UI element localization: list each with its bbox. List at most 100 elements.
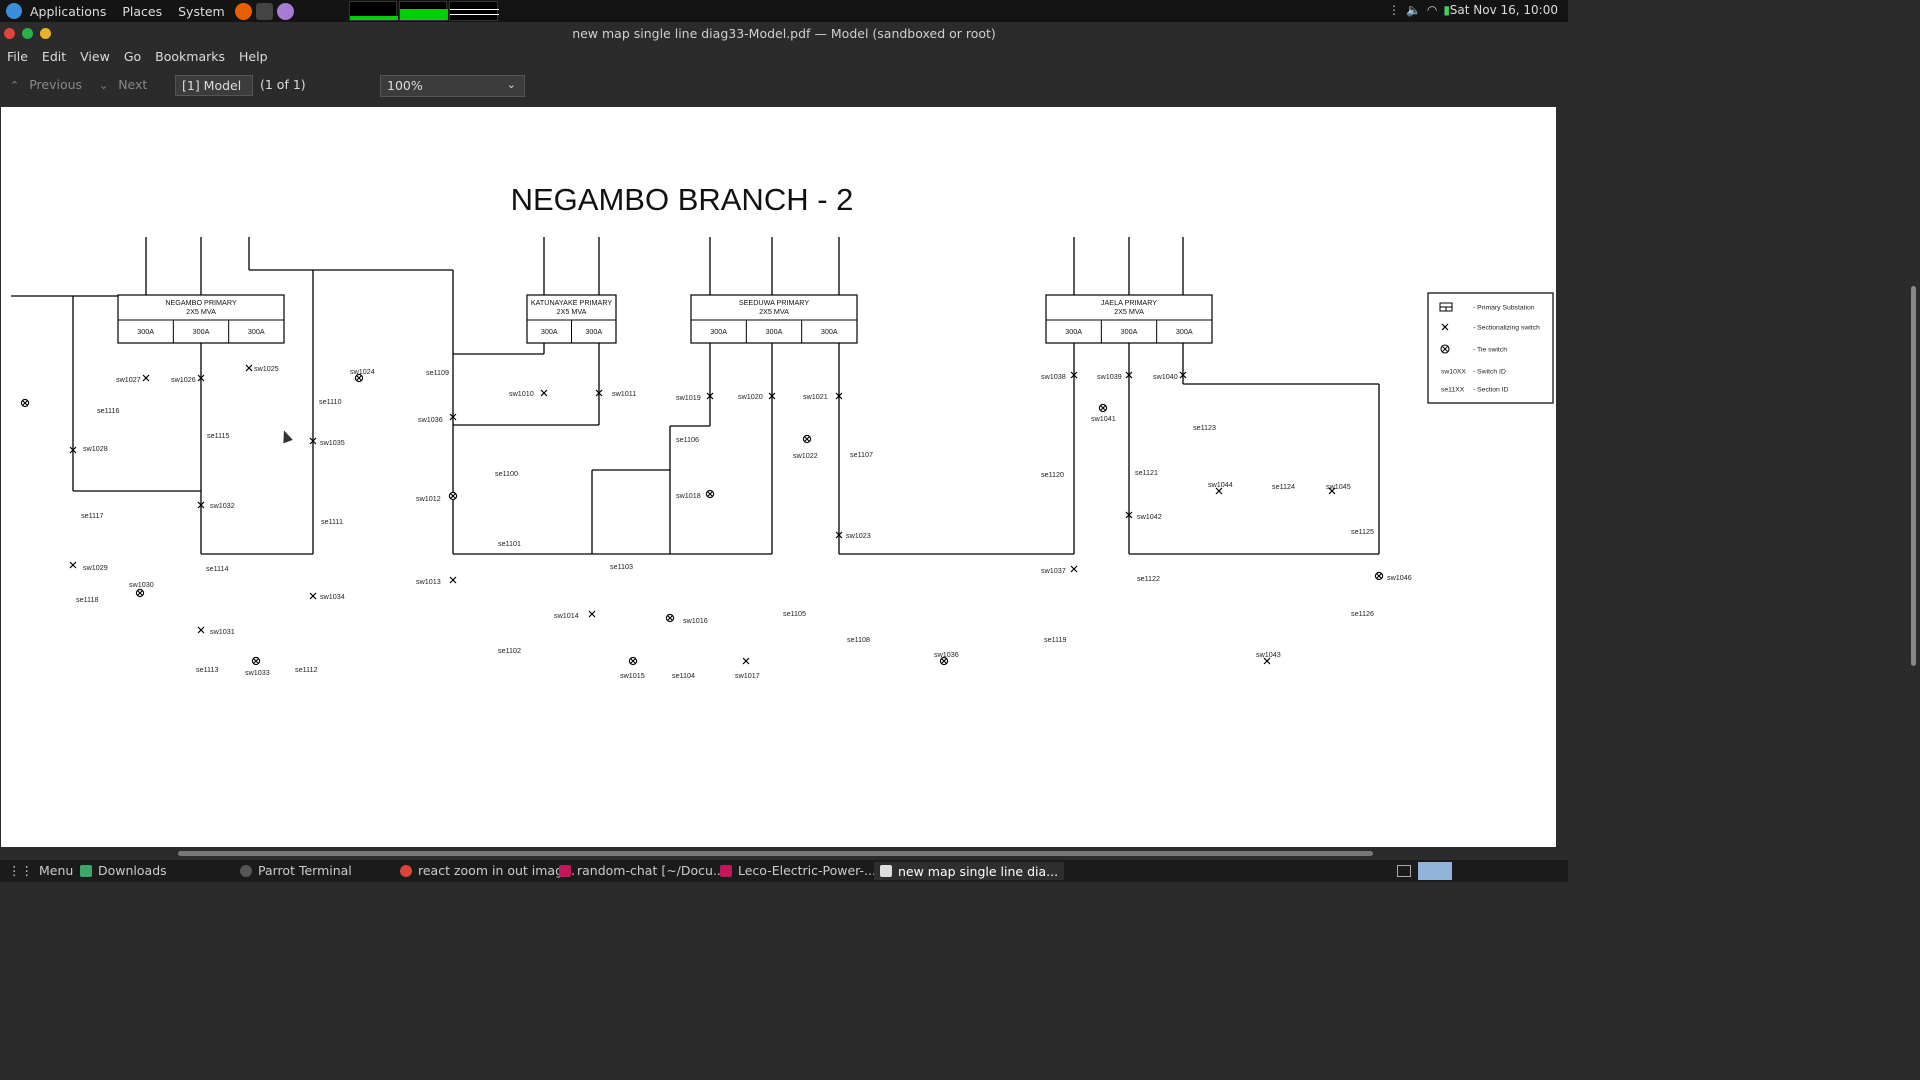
tie-switch-icon — [20, 398, 30, 408]
label-sw1032: sw1032 — [210, 501, 235, 510]
label-sw1024: sw1024 — [350, 367, 375, 376]
battery-icon[interactable]: ▮ — [1443, 3, 1450, 17]
switch-symbols — [20, 364, 1384, 666]
tie-switch-icon — [448, 491, 458, 501]
feeder-rating: 300A — [1121, 327, 1138, 336]
label-se1112: se1112 — [295, 665, 318, 674]
legend-item-sectionalizing: - Sectionalizing switch — [1441, 323, 1540, 332]
legend-item-substation: - Primary Substation — [1439, 302, 1535, 312]
notes-icon[interactable] — [276, 2, 294, 20]
sectionalizing-switch-icon — [142, 374, 150, 382]
next-button[interactable]: ⌄ Next — [99, 77, 148, 92]
close-button[interactable] — [4, 28, 15, 39]
label-se1103: se1103 — [610, 562, 633, 571]
feeder-rating: 300A — [821, 327, 838, 336]
label-se1124: se1124 — [1272, 482, 1295, 491]
firefox-icon[interactable] — [234, 2, 252, 20]
feeder-rating: 300A — [193, 327, 210, 336]
previous-button[interactable]: ⌃ Previous — [10, 77, 83, 92]
toolbar: ⌃ Previous ⌄ Next [1] Model (1 of 1) 100… — [0, 66, 1568, 106]
menu-help[interactable]: Help — [239, 48, 268, 64]
task-pdf-viewer[interactable]: new map single line dia... — [874, 862, 1065, 880]
task-terminal[interactable]: Parrot Terminal — [240, 863, 352, 878]
tie-switch-icon — [939, 656, 949, 666]
workspace-switcher[interactable] — [1418, 862, 1452, 880]
menu-bar: File Edit View Go Bookmarks Help — [0, 46, 1568, 66]
applications-menu[interactable]: Applications — [30, 3, 107, 19]
menu-file[interactable]: File — [7, 48, 28, 64]
volume-icon[interactable]: 🔈 — [1405, 3, 1421, 17]
legend-code: se11XX — [1441, 387, 1465, 394]
page-input[interactable]: [1] Model — [175, 75, 253, 96]
label-se1118: se1118 — [76, 595, 99, 604]
label-sw1042: sw1042 — [1137, 512, 1162, 521]
minimize-button[interactable] — [22, 28, 33, 39]
window-titlebar[interactable]: new map single line diag33-Model.pdf — M… — [0, 22, 1568, 46]
vertical-scrollbar[interactable] — [1911, 286, 1916, 666]
taskbar-menu-button[interactable]: ⋮⋮ Menu — [8, 863, 74, 878]
menu-bookmarks[interactable]: Bookmarks — [155, 48, 225, 64]
substation-rating: 2X5 MVA — [557, 307, 587, 316]
chevron-up-icon: ⌃ — [10, 79, 20, 92]
task-downloads[interactable]: Downloads — [80, 863, 167, 878]
label-sw1033: sw1033 — [245, 668, 270, 677]
tie-switch-icon — [135, 588, 145, 598]
label-se1125: se1125 — [1351, 527, 1374, 536]
tie-switch-icon — [1098, 403, 1108, 413]
sectionalizing-switch-icon — [1328, 487, 1336, 495]
parrot-logo-icon[interactable] — [6, 3, 22, 19]
task-chrome[interactable]: react zoom in out imag... — [400, 863, 575, 878]
terminal-icon[interactable] — [255, 2, 273, 20]
label-se1121: se1121 — [1135, 468, 1158, 477]
sectionalizing-switch-icon — [309, 437, 317, 445]
menu-view[interactable]: View — [80, 48, 110, 64]
label-se1104: se1104 — [672, 671, 695, 680]
label-se1117: se1117 — [81, 511, 104, 520]
label-se1106: se1106 — [676, 435, 699, 444]
horizontal-scrollbar[interactable] — [178, 851, 1373, 856]
cpu-graph — [349, 1, 398, 21]
legend-text: - Tie switch — [1473, 347, 1507, 354]
places-menu[interactable]: Places — [122, 3, 163, 19]
system-tray: ⋮ 🔈 ◠ ▮ — [1388, 3, 1450, 17]
zoom-select[interactable]: 100% ⌄ — [380, 75, 525, 97]
sectionalizing-switch-icon — [588, 610, 596, 618]
label-se1115: se1115 — [207, 431, 230, 440]
sectionalizing-switch-icon — [1125, 371, 1133, 379]
tie-switch-icon — [251, 656, 261, 666]
label-se1119: se1119 — [1044, 635, 1067, 644]
feeder-rating: 300A — [137, 327, 154, 336]
substation-name: JAELA PRIMARY — [1101, 298, 1157, 307]
sectionalizing-switch-icon — [69, 561, 77, 569]
clock[interactable]: Sat Nov 16, 10:00 — [1449, 3, 1558, 17]
network-graph — [449, 1, 499, 21]
task-intellij-2[interactable]: Leco-Electric-Power-... — [720, 863, 876, 878]
tie-switch-icon — [628, 656, 638, 666]
show-desktop-icon[interactable] — [1397, 865, 1411, 877]
label-sw1010: sw1010 — [509, 389, 534, 398]
legend: - Primary Substation - Sectionalizing swi… — [1427, 292, 1554, 404]
wifi-icon[interactable]: ◠ — [1426, 3, 1438, 17]
grid-icon: ⋮⋮ — [8, 863, 33, 878]
task-intellij-1[interactable]: random-chat [~/Docu... — [559, 863, 725, 878]
page-count: (1 of 1) — [260, 77, 306, 92]
substation-name: NEGAMBO PRIMARY — [165, 298, 237, 307]
label-se1116: se1116 — [97, 406, 120, 415]
label-se1101: se1101 — [498, 539, 521, 548]
more-icon[interactable]: ⋮ — [1387, 3, 1400, 17]
sectionalizing-switch-icon — [197, 501, 205, 509]
menu-go[interactable]: Go — [123, 48, 142, 64]
menu-edit[interactable]: Edit — [41, 48, 67, 64]
label-se1107: se1107 — [850, 450, 873, 459]
label-sw1040: sw1040 — [1153, 372, 1178, 381]
label-sw1031: sw1031 — [210, 627, 235, 636]
document-icon — [880, 865, 892, 877]
sectionalizing-switch-icon — [69, 446, 77, 454]
tie-switch-icon — [665, 613, 675, 623]
system-menu[interactable]: System — [178, 3, 225, 19]
feeder-rating: 300A — [541, 327, 558, 336]
maximize-button[interactable] — [40, 28, 51, 39]
legend-text: - Primary Substation — [1473, 305, 1535, 312]
